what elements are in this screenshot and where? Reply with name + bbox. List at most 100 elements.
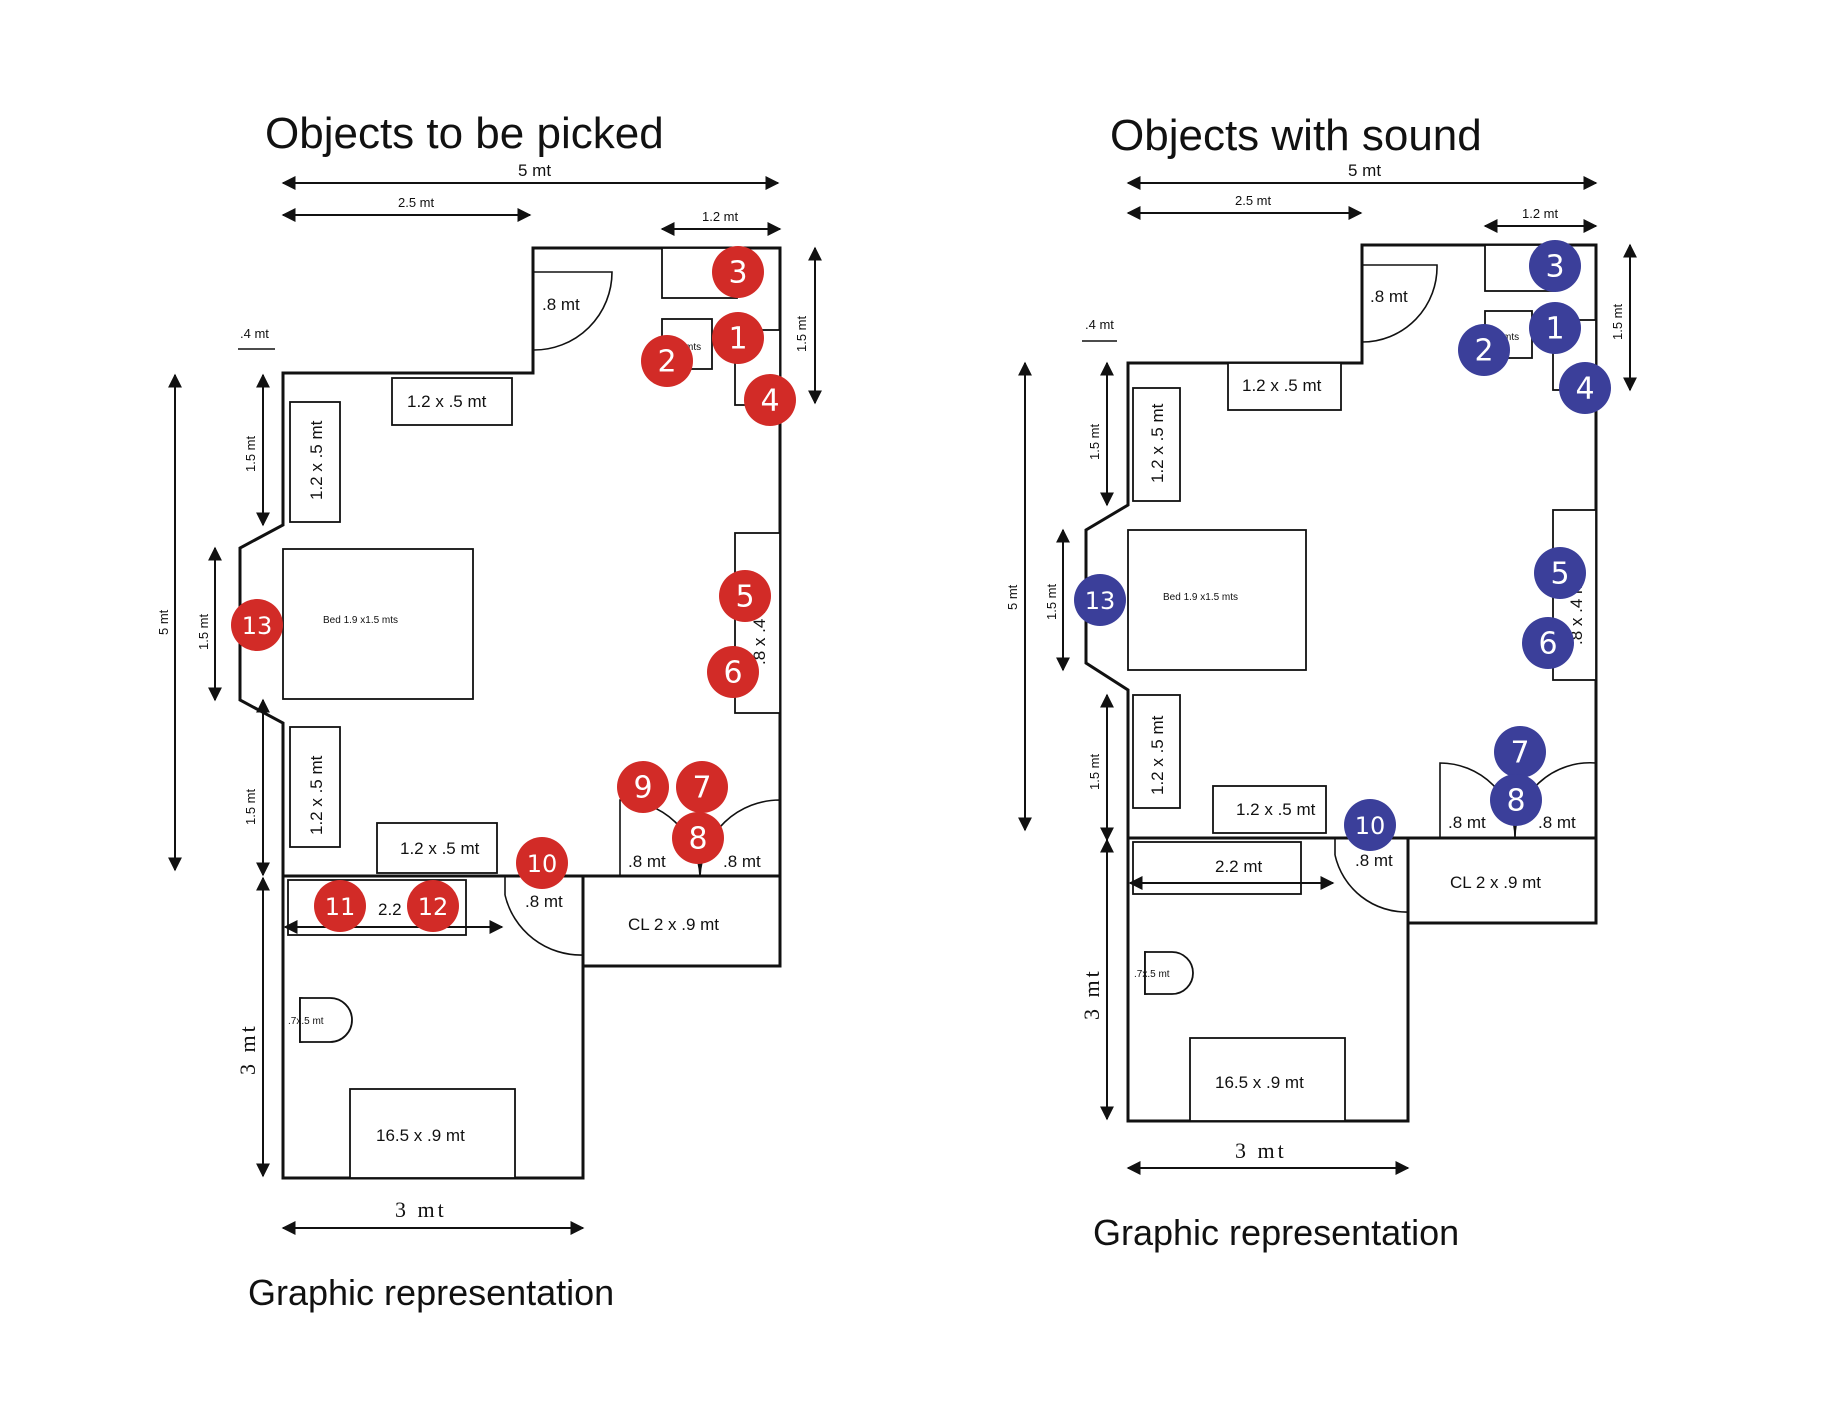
door-label: .8 mt [1538,813,1576,832]
toilet-label: .7x.5 mt [288,1016,324,1027]
door-entry [532,271,613,355]
object-marker-1: 1 [712,312,764,364]
dimension-label: 1.2 mt [1522,206,1559,221]
object-marker-2: 2 [641,335,693,387]
object-marker-4: 4 [744,374,796,426]
dimension-label: 1.5 mt [1087,423,1102,460]
object-marker-4: 4 [1559,362,1611,414]
marker-number: 7 [1510,736,1529,771]
marker-circle [1490,774,1542,826]
tub-label: 16.5 x .9 mt [376,1126,465,1145]
marker-circle [516,837,568,889]
object-marker-12: 12 [407,880,459,932]
furniture-label: 1.2 x .5 mt [1148,715,1167,795]
marker-number: 3 [728,256,747,291]
bathroom-door [504,894,584,956]
marker-circle [1534,547,1586,599]
dimension-label: 3 mt [235,1023,260,1075]
dimension-label: 1.5 mt [794,315,809,352]
object-marker-10: 10 [1344,799,1396,851]
object-marker-1: 1 [1529,302,1581,354]
panel-caption: Graphic representation [248,1272,614,1313]
marker-circle [1529,302,1581,354]
object-marker-6: 6 [707,646,759,698]
marker-circle [1344,799,1396,851]
marker-circle [314,880,366,932]
object-marker-11: 11 [314,880,366,932]
dimension-label: 1.5 mt [1610,303,1625,340]
marker-circle [407,880,459,932]
furniture-label: 1.2 x .5 mt [1148,403,1167,483]
marker-circle [676,761,728,813]
toilet [1144,951,1194,995]
door-entry [1361,264,1438,345]
object-marker-8: 8 [1490,774,1542,826]
marker-number: 9 [633,771,652,806]
marker-number: 11 [325,893,356,921]
object-marker-3: 3 [712,246,764,298]
marker-circle [1559,362,1611,414]
dimension-label: 2.5 mt [1235,193,1272,208]
door-label: .8 mt [542,295,580,314]
dimension-label: 5 mt [518,161,551,180]
panel-title: Objects to be picked [265,109,664,158]
object-marker-13: 13 [1074,574,1126,626]
marker-number: 2 [1474,334,1493,369]
marker-number: 13 [242,612,273,640]
door-label: .8 mt [628,852,666,871]
object-marker-7: 7 [676,761,728,813]
nightstand-label: mts [1503,332,1519,343]
object-marker-6: 6 [1522,617,1574,669]
bath-counter-label: 2.2 mt [1215,857,1263,876]
furniture-top [391,377,513,426]
marker-number: 4 [760,384,779,419]
panel-caption: Graphic representation [1093,1212,1459,1253]
marker-number: 1 [728,322,747,357]
bed [282,548,474,700]
marker-circle [719,570,771,622]
nightstand-label: mts [685,342,701,353]
marker-number: 7 [692,771,711,806]
closet-label: CL 2 x .9 mt [1450,873,1541,892]
marker-circle [1494,726,1546,778]
marker-number: 1 [1545,312,1564,347]
tub [349,1088,516,1179]
object-marker-9: 9 [617,761,669,813]
marker-number: 4 [1575,372,1594,407]
bed [1127,529,1307,671]
dimension-label: 1.5 mt [1087,753,1102,790]
furniture-bottom [1212,785,1327,834]
door-label: .8 mt [1448,813,1486,832]
object-marker-7: 7 [1494,726,1546,778]
marker-number: 8 [1506,784,1525,819]
bed-label: Bed 1.9 x1.5 mts [323,615,398,626]
object-marker-13: 13 [231,599,283,651]
furniture-left-lower [1132,694,1181,809]
dimension-label: 1.5 mt [243,435,258,472]
marker-circle [1074,574,1126,626]
furniture-label: 1.2 x .5 mt [400,839,480,858]
marker-number: 8 [688,822,707,857]
marker-circle [1529,240,1581,292]
marker-number: 5 [735,580,754,615]
toilet-label: .7x.5 mt [1134,969,1170,980]
dimension-label: 5 mt [1348,161,1381,180]
furniture-label: 1.2 x .5 mt [307,755,326,835]
marker-circle [1522,617,1574,669]
marker-circle [617,761,669,813]
door-label: .8 mt [1370,287,1408,306]
marker-number: 6 [1538,627,1557,662]
door-label: .8 mt [723,852,761,871]
dimension-label: 2.5 mt [398,195,435,210]
object-marker-8: 8 [672,812,724,864]
furniture-left-upper [289,401,341,523]
tub-label: 16.5 x .9 mt [1215,1073,1304,1092]
dimension-label: 1.2 mt [702,209,739,224]
furniture-label: 1.2 x .5 mt [1242,376,1322,395]
toilet [299,997,353,1043]
furniture-label: 1.2 x .5 mt [407,392,487,411]
dimension-label: 1.5 mt [243,788,258,825]
marker-number: 13 [1085,587,1116,615]
dimension-label: .4 mt [240,326,269,341]
